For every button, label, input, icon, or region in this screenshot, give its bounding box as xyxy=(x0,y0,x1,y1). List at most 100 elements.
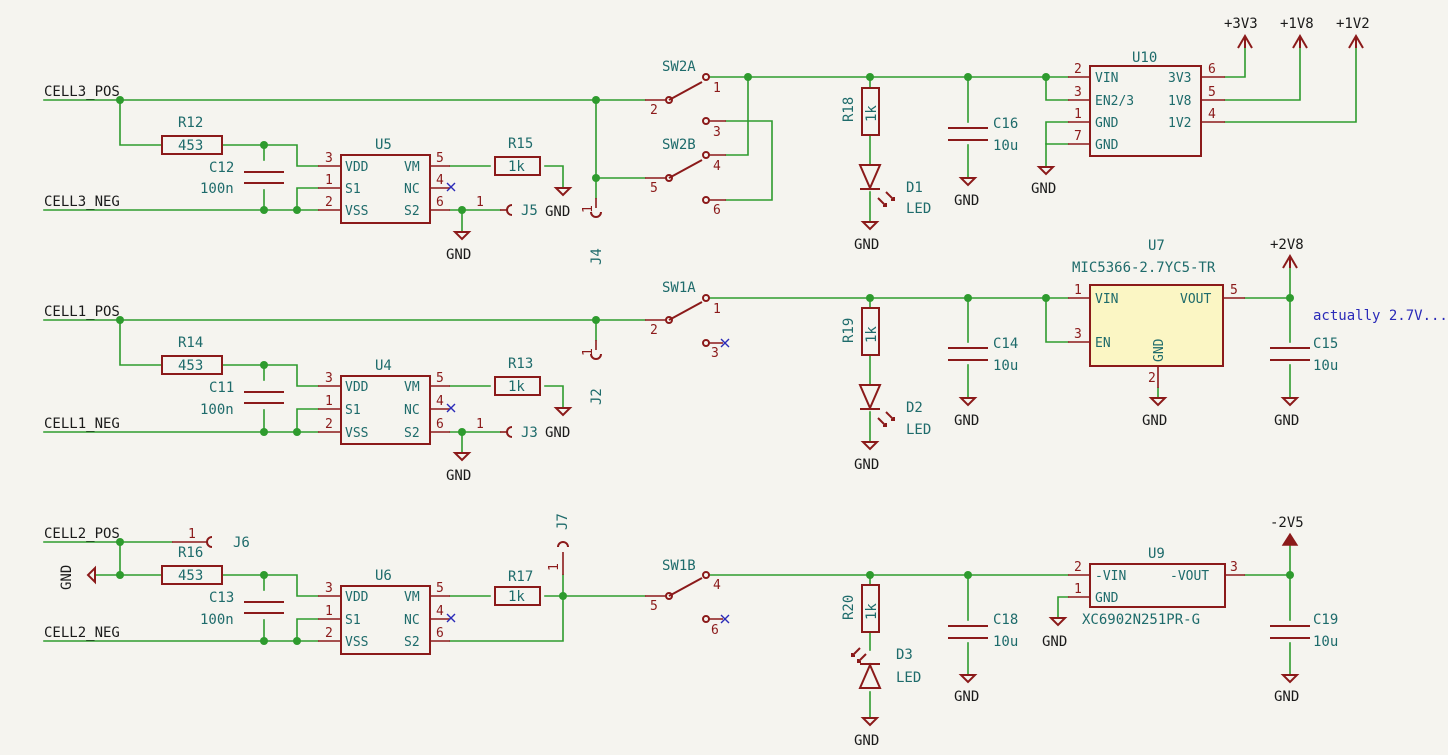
pin-num: 4 xyxy=(436,173,444,188)
gnd-label: GND xyxy=(854,733,879,749)
ref-r15: R15 xyxy=(508,136,533,152)
value-d2: LED xyxy=(906,422,931,438)
part-u7: MIC5366-2.7YC5-TR xyxy=(1072,260,1216,276)
pin-num: 3 xyxy=(713,125,721,140)
pin-label-vdd: VDD xyxy=(345,590,369,605)
switch-sw2a[interactable]: 2 1 SW2A xyxy=(645,59,721,118)
resistor-r17[interactable]: R17 1k xyxy=(494,569,541,606)
connector-j5[interactable]: 1 J5 xyxy=(476,195,538,219)
pin-label-vm: VM xyxy=(404,380,420,395)
value-r15: 1k xyxy=(508,159,525,175)
capacitor-c16[interactable]: C16 10u xyxy=(948,116,1018,154)
capacitor-c18[interactable]: C18 10u xyxy=(948,612,1018,650)
switch-sw1b[interactable]: 5 4 6 SW1B xyxy=(645,558,730,638)
value-r16: 453 xyxy=(178,568,203,584)
ref-d3: D3 xyxy=(896,647,913,663)
ref-c11: C11 xyxy=(209,380,234,396)
value-r12: 453 xyxy=(178,138,203,154)
pin-num: 2 xyxy=(1074,62,1082,77)
pin-label-s1: S1 xyxy=(345,613,361,628)
capacitor-c15[interactable]: C15 10u xyxy=(1270,336,1338,374)
pin-num: 5 xyxy=(436,581,444,596)
ref-c14: C14 xyxy=(993,336,1018,352)
capacitor-c13[interactable]: C13 100n xyxy=(200,590,284,628)
capacitor-c12[interactable]: C12 100n xyxy=(200,160,284,197)
ref-u9: U9 xyxy=(1148,546,1165,562)
ic-u10[interactable]: U10 2 3 1 7 6 5 4 VIN EN2/3 GND GND 3V3 … xyxy=(1068,50,1225,157)
pin-num: 6 xyxy=(436,195,444,210)
power-label-3v3: +3V3 xyxy=(1224,16,1258,32)
resistor-r16[interactable]: R16 453 xyxy=(161,545,223,585)
ref-c13: C13 xyxy=(209,590,234,606)
connector-j4[interactable]: 1 J4 xyxy=(581,198,605,265)
pin-num: 7 xyxy=(1074,129,1082,144)
capacitor-c11[interactable]: C11 100n xyxy=(200,380,284,418)
ic-u9[interactable]: U9 XC6902N251PR-G 2 1 3 -VIN GND -VOUT xyxy=(1068,546,1245,628)
capacitor-c19[interactable]: C19 10u xyxy=(1270,612,1338,650)
pin-label-nc: NC xyxy=(404,613,420,628)
pin-num: 2 xyxy=(325,417,333,432)
pin-num: 5 xyxy=(436,151,444,166)
pin-num: 1 xyxy=(476,417,484,432)
ic-u4[interactable]: U4 3 1 2 5 4 6 VDD S1 VSS VM NC S2 xyxy=(318,358,456,445)
power-label-1v8: +1V8 xyxy=(1280,16,1314,32)
value-r17: 1k xyxy=(508,589,525,605)
led-d2[interactable]: D2 LED xyxy=(858,384,931,438)
led-d1[interactable]: D1 LED xyxy=(858,164,931,217)
annotation-note: actually 2.7V... xyxy=(1313,308,1448,324)
pin-label-s2: S2 xyxy=(404,635,420,650)
pin-num: 3 xyxy=(325,581,333,596)
resistor-r15[interactable]: R15 1k xyxy=(494,136,541,176)
gnd-label: GND xyxy=(1042,634,1067,650)
pin-num: 2 xyxy=(325,195,333,210)
resistor-r18[interactable]: R18 1k xyxy=(841,87,880,136)
ref-r13: R13 xyxy=(508,356,533,372)
ref-j4: J4 xyxy=(589,248,605,265)
net-label-cell2-pos: CELL2_POS xyxy=(44,526,120,542)
value-d3: LED xyxy=(896,670,921,686)
pin-num: 6 xyxy=(713,203,721,218)
ic-u6[interactable]: U6 3 1 2 5 4 6 VDD S1 VSS VM NC S2 xyxy=(318,568,456,655)
resistor-r13[interactable]: R13 1k xyxy=(494,356,541,396)
pin-label-vin: VIN xyxy=(1095,71,1118,86)
ref-sw1a: SW1A xyxy=(662,280,696,296)
power-label-m2v5: -2V5 xyxy=(1270,515,1304,531)
ref-j5: J5 xyxy=(521,203,538,219)
switch-sw1a[interactable]: 2 1 3 SW1A xyxy=(645,280,730,361)
pin-label-vss: VSS xyxy=(345,635,368,650)
ic-u5[interactable]: U5 3 1 2 5 4 6 VDD S1 VSS VM NC S2 xyxy=(318,137,456,224)
value-c11: 100n xyxy=(200,402,234,418)
pin-num: 4 xyxy=(436,604,444,619)
pin-num: 6 xyxy=(711,623,719,638)
gnd-label: GND xyxy=(1274,689,1299,705)
resistor-r14[interactable]: R14 453 xyxy=(161,335,223,375)
pin-num: 4 xyxy=(713,578,721,593)
pin-label-vm: VM xyxy=(404,590,420,605)
pin-num: 1 xyxy=(1074,582,1082,597)
pin-label-mvin: -VIN xyxy=(1095,569,1126,584)
ic-u7[interactable]: U7 MIC5366-2.7YC5-TR 1 3 5 2 VIN EN VOUT… xyxy=(1068,238,1245,388)
ref-u5: U5 xyxy=(375,137,392,153)
ref-sw1b: SW1B xyxy=(662,558,696,574)
gnd-label: GND xyxy=(1142,413,1167,429)
connector-j2[interactable]: 1 J2 xyxy=(581,340,605,405)
connector-j3[interactable]: 1 J3 xyxy=(476,417,538,441)
pin-num: 1 xyxy=(325,173,333,188)
net-label-cell2-neg: CELL2_NEG xyxy=(44,625,120,641)
pin-num: 4 xyxy=(436,394,444,409)
led-d3[interactable]: D3 LED xyxy=(851,647,921,689)
ref-j2: J2 xyxy=(589,388,605,405)
pin-num: 2 xyxy=(1148,371,1156,386)
ref-c18: C18 xyxy=(993,612,1018,628)
connector-j7[interactable]: 1 J7 xyxy=(547,513,571,575)
connector-j6[interactable]: 1 J6 xyxy=(172,527,250,551)
net-label-cell3-neg: CELL3_NEG xyxy=(44,194,120,210)
net-label-cell1-pos: CELL1_POS xyxy=(44,304,120,320)
value-r20: 1k xyxy=(864,603,880,620)
resistor-r19[interactable]: R19 1k xyxy=(841,307,880,356)
gnd-label: GND xyxy=(446,468,471,484)
switch-sw2b[interactable]: 5 3 4 6 SW2B xyxy=(645,117,726,218)
capacitor-c14[interactable]: C14 10u xyxy=(948,336,1018,374)
resistor-r12[interactable]: R12 453 xyxy=(161,115,223,155)
resistor-r20[interactable]: R20 1k xyxy=(841,584,880,633)
